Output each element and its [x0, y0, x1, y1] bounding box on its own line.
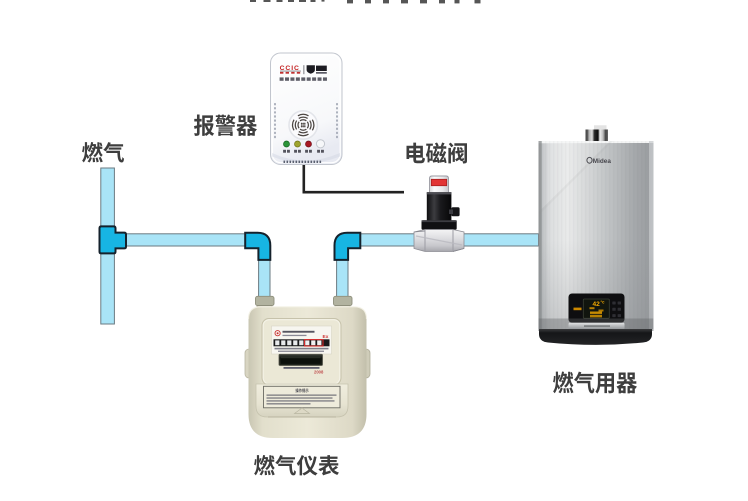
- svg-text:42: 42: [593, 301, 601, 308]
- svg-text:CCIC: CCIC: [280, 65, 300, 72]
- svg-text:2008: 2008: [314, 370, 324, 375]
- svg-text:°c: °c: [601, 300, 606, 305]
- svg-text:Ex: Ex: [323, 334, 329, 340]
- svg-text:Midea: Midea: [593, 158, 612, 165]
